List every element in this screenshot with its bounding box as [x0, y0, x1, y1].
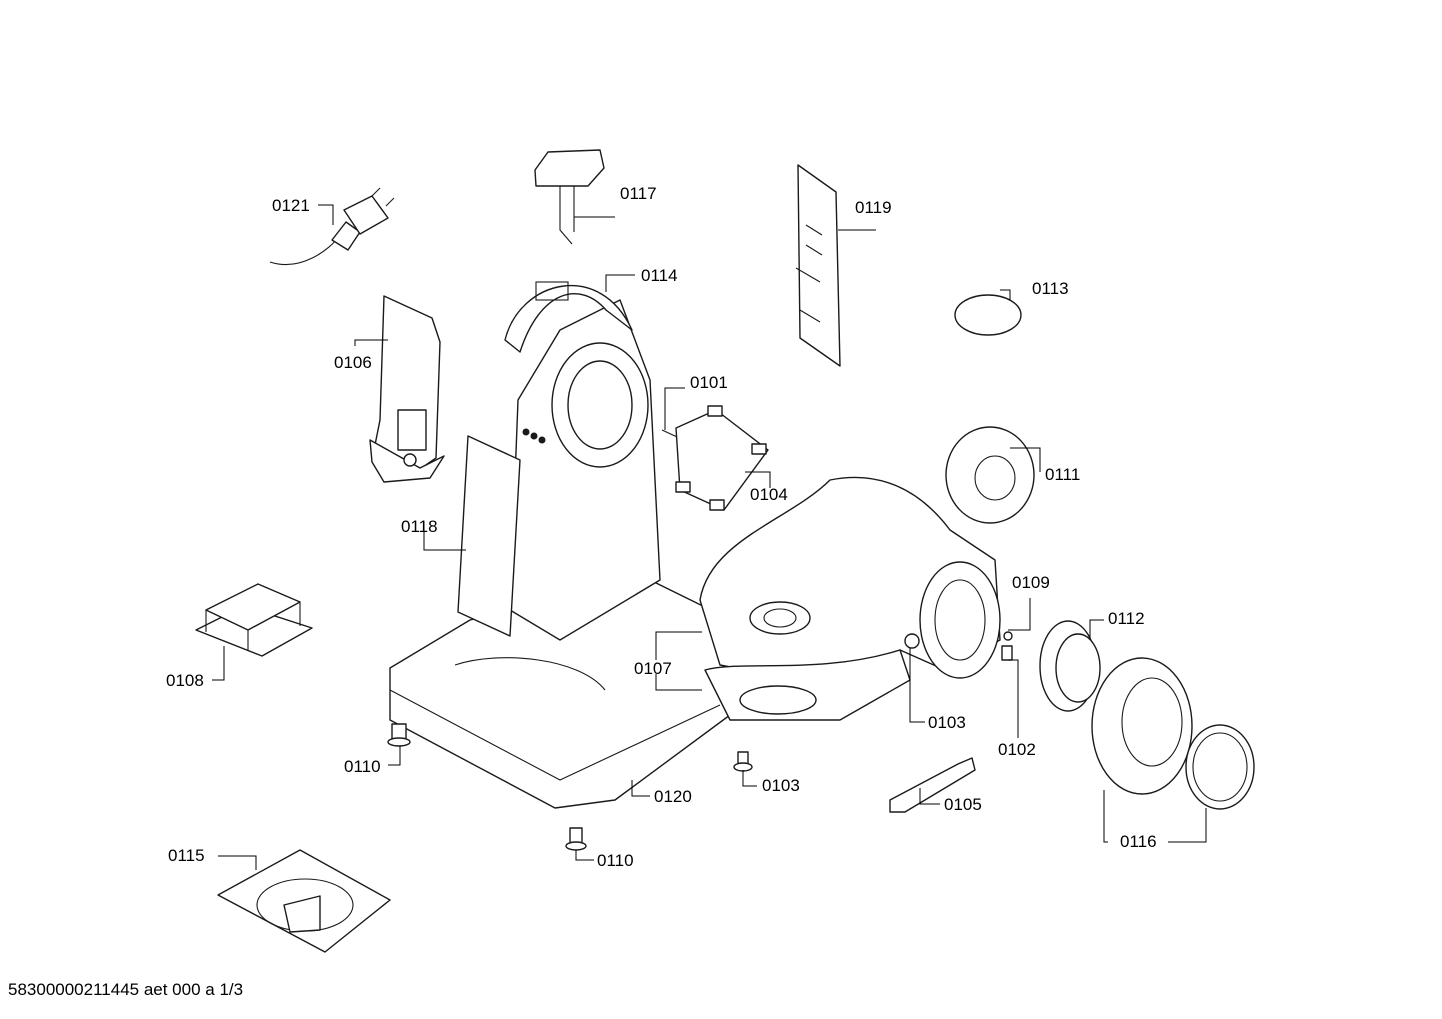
leader-0101 [664, 387, 685, 430]
bottom-plate-part [217, 849, 391, 953]
leader-0111 [1010, 447, 1041, 472]
front-cap-part [1091, 657, 1255, 810]
callout-0121: 0121 [272, 196, 310, 215]
callout-0103-a: 0103 [928, 713, 966, 732]
power-plug-part [269, 187, 395, 266]
spring-detent-part [1001, 631, 1013, 661]
screw-part [733, 751, 753, 772]
filter-cage-part [195, 583, 313, 657]
leader-0107 [655, 631, 702, 691]
callout-0107: 0107 [634, 659, 672, 678]
callout-0109: 0109 [1012, 573, 1050, 592]
leader-0102 [1008, 659, 1019, 738]
motor-housing-part [699, 476, 1001, 721]
side-cover-panel-part [457, 435, 521, 637]
callout-0103-b: 0103 [762, 776, 800, 795]
leader-0104 [745, 471, 771, 488]
leader-0110a [388, 746, 401, 766]
rubber-foot-part-2 [565, 827, 587, 851]
column-arm-part [504, 281, 661, 641]
leader-0112 [1089, 619, 1104, 638]
leader-0118 [423, 522, 466, 551]
callout-0112: 0112 [1108, 609, 1145, 628]
callout-0115: 0115 [168, 846, 205, 865]
slide-rail-part [795, 164, 841, 367]
callout-0114: 0114 [641, 266, 678, 285]
document-code: 58300000211445 aet 000 a 1/3 [8, 980, 244, 999]
callout-0116: 0116 [1120, 832, 1157, 851]
leader-0121 [318, 204, 334, 225]
leader-0120 [631, 780, 650, 797]
leader-0108 [212, 646, 225, 681]
gear-drive-part [1039, 620, 1101, 712]
leader-0113 [1000, 289, 1011, 300]
leader-0116 [1103, 790, 1207, 843]
rubber-foot-part [387, 723, 411, 747]
callout-0105: 0105 [944, 795, 982, 814]
callout-0117: 0117 [620, 184, 657, 203]
drive-coupling-part [661, 405, 769, 511]
switch-bracket-part [369, 295, 445, 483]
callout-0102: 0102 [998, 740, 1036, 759]
callout-0106: 0106 [334, 353, 372, 372]
drive-ring-part [945, 426, 1035, 524]
disc-cover-part [954, 294, 1022, 336]
callout-0110-b: 0110 [597, 851, 634, 870]
leader-0114 [605, 274, 635, 292]
leader-0103a [909, 648, 925, 723]
lever-part [889, 757, 976, 813]
callout-0111: 0111 [1045, 465, 1080, 484]
callout-0110-a: 0110 [344, 757, 381, 776]
callout-0108: 0108 [166, 671, 204, 690]
callout-0101: 0101 [690, 373, 728, 392]
leader-0105 [919, 788, 940, 805]
leader-0109 [1008, 598, 1031, 631]
callout-0104: 0104 [750, 485, 788, 504]
callout-0120: 0120 [654, 787, 692, 806]
callout-0119: 0119 [855, 198, 892, 217]
leader-0106 [354, 339, 388, 346]
callout-0118: 0118 [401, 517, 438, 536]
handle-part [534, 149, 605, 245]
leader-0103b [742, 770, 757, 787]
leader-0110b [575, 850, 594, 861]
callout-0113: 0113 [1032, 279, 1069, 298]
leader-0115 [218, 855, 257, 870]
